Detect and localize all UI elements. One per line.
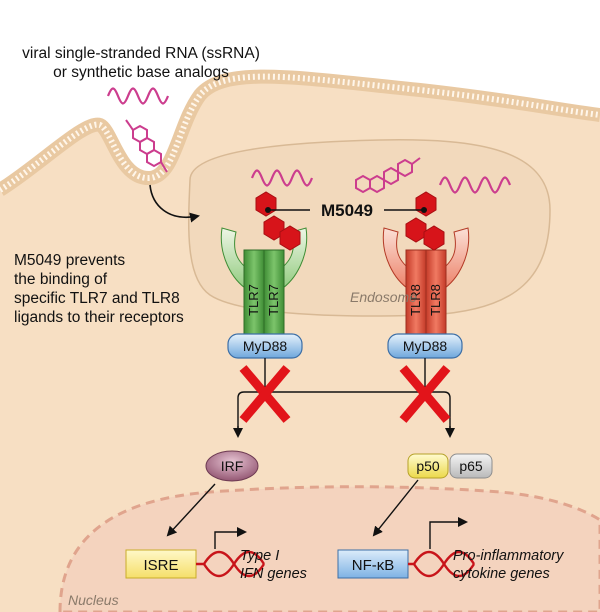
tss-arrow-left	[214, 527, 247, 549]
tlr7-label-right: TLR7	[266, 284, 281, 316]
tlr8-label-left: TLR8	[408, 284, 423, 316]
p50-label: p50	[416, 458, 440, 474]
myd88-left: MyD88	[243, 338, 288, 354]
left-note-line3: specific TLR7 and TLR8	[14, 290, 180, 307]
irf-node	[205, 450, 259, 482]
top-caption-line2: or synthetic base analogs	[53, 64, 229, 81]
entry-arrow	[149, 184, 200, 223]
left-note-line4: ligands to their receptors	[14, 309, 184, 326]
signal-branch	[237, 391, 451, 432]
nfkb-label: NF-κB	[352, 557, 395, 574]
ssrna-endosome-1	[250, 169, 314, 187]
left-note: M5049 prevents the binding of specific T…	[14, 251, 224, 327]
endosome-label: Endosome	[350, 289, 417, 305]
left-note-line1: M5049 prevents	[14, 252, 126, 269]
tlr7-label-left: TLR7	[246, 284, 261, 316]
m5049-label: M5049	[321, 201, 373, 220]
tss-arrow-right	[429, 517, 468, 549]
dna-helix-left	[196, 550, 266, 578]
tlr8-label-right: TLR8	[428, 284, 443, 316]
p65-label: p65	[459, 458, 483, 474]
block-x-left	[239, 365, 291, 423]
type1-genes-line1: Type I	[240, 548, 279, 564]
nucleus-label: Nucleus	[68, 592, 119, 608]
top-caption-line1: viral single-stranded RNA (ssRNA)	[22, 45, 260, 62]
isre-label: ISRE	[143, 557, 178, 574]
myd88-right: MyD88	[403, 338, 448, 354]
ssrna-endosome-2	[438, 176, 512, 194]
p50-to-nfkb-arrow	[372, 479, 419, 537]
tlr8-receptor	[382, 227, 470, 339]
dna-helix-right	[408, 550, 476, 578]
proinf-genes-line1: Pro-inflammatory	[453, 548, 564, 564]
irf-label: IRF	[221, 458, 244, 474]
m5049-molecules-left	[255, 191, 301, 251]
isre-box	[125, 549, 197, 579]
left-note-line2: the binding of	[14, 271, 108, 288]
p50-node	[407, 453, 449, 479]
irf-to-isre-arrow	[166, 483, 216, 537]
base-analog-outside	[125, 119, 168, 173]
top-caption: viral single-stranded RNA (ssRNA) or syn…	[6, 44, 276, 82]
p65-node	[449, 453, 493, 479]
base-analog-endosome	[355, 157, 421, 194]
proinf-genes-line2: cytokine genes	[453, 566, 550, 582]
block-x-right	[399, 365, 451, 423]
type1-genes-line2: IFN genes	[240, 566, 307, 582]
nfkb-box	[337, 549, 409, 579]
ssrna-outside	[106, 87, 170, 105]
m5049-molecules-right	[405, 191, 445, 251]
